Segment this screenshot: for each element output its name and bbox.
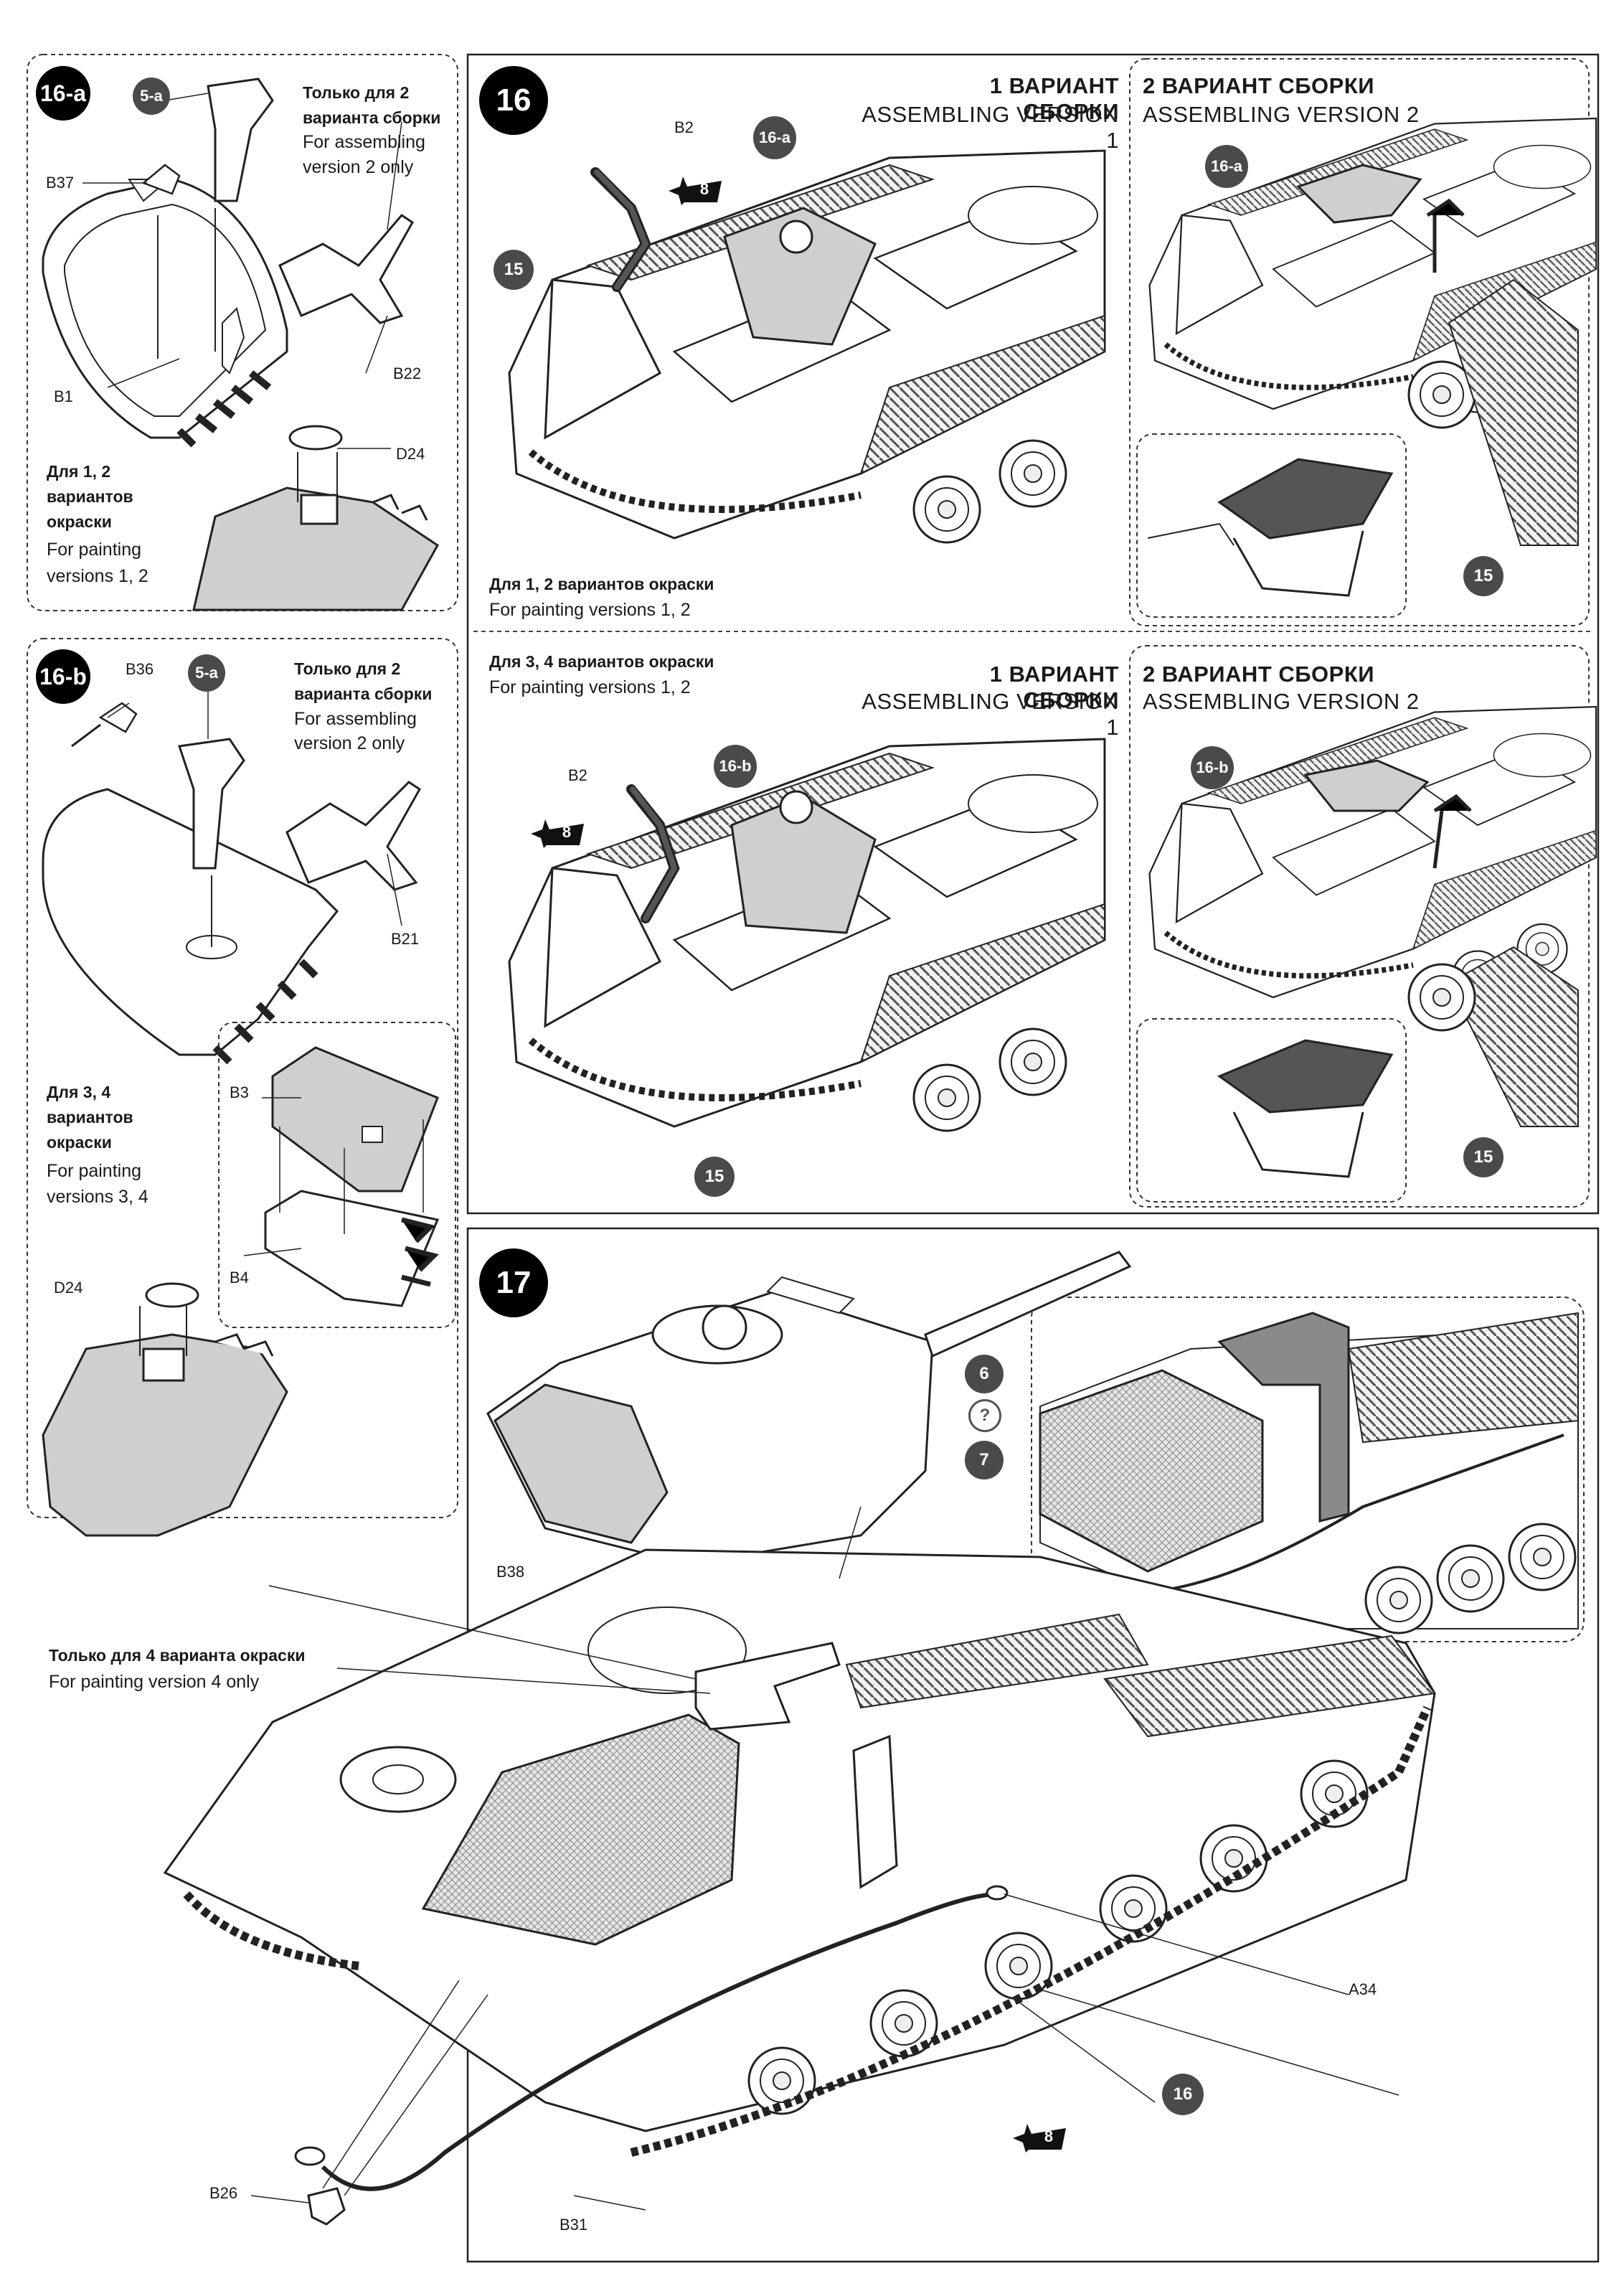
step17-note-ru: Только для 4 варианта окраски: [49, 1646, 306, 1665]
bottom-painting-ru: Для 3, 4 вариантов окраски: [489, 652, 714, 671]
panel-16b-painting-ru-2: вариантов: [47, 1108, 133, 1126]
part-label-b2: B2: [674, 118, 694, 136]
panel-16a-painting-en-2: versions 1, 2: [47, 566, 148, 586]
part-label-b3: B3: [230, 1083, 249, 1101]
subassembly-16a-badge: 16-a: [1205, 145, 1248, 188]
panel-16a-note-en-1: For assembling: [303, 132, 425, 152]
panel-16b-note-ru-1: Только для 2: [294, 659, 401, 678]
subassembly-16b-badge: 16-b: [1191, 746, 1234, 789]
panel-16a-painting-ru-2: вариантов: [47, 487, 133, 506]
reference-star-8: 8: [1011, 2124, 1067, 2153]
top-v2-title-en: ASSEMBLING VERSION 2: [1143, 102, 1420, 127]
part-5a-badge: 5-a: [188, 654, 225, 692]
panel-16b-painting-ru-3: окраски: [47, 1133, 112, 1152]
part-label-b22: B22: [393, 364, 422, 382]
part-label-b4: B4: [230, 1269, 249, 1286]
step-7-badge: 7: [965, 1441, 1004, 1479]
panel-16b-note-ru-2: варианта сборки: [294, 685, 433, 703]
part-label-b1: B1: [54, 387, 73, 405]
part-label-b2: B2: [568, 766, 587, 784]
hull-15-badge: 15: [1463, 556, 1503, 596]
step-17-badge: 17: [479, 1248, 548, 1317]
panel-16a-note-en-2: version 2 only: [303, 157, 414, 177]
top-v2-title-ru: 2 ВАРИАНТ СБОРКИ: [1143, 73, 1375, 98]
panel-16a-painting-ru-1: Для 1, 2: [47, 462, 111, 481]
top-v1-title-ru: 1 ВАРИАНТ СБОРКИ: [989, 73, 1119, 124]
top-v1-title-en: ASSEMBLING VERSION 1: [861, 102, 1119, 153]
reference-star-8: 8: [529, 819, 585, 848]
step-6-badge: 6: [965, 1355, 1004, 1393]
panel-16a-note-ru-1: Только для 2: [303, 83, 410, 102]
part-5a-badge: 5-a: [133, 77, 170, 115]
bottom-v2-title-en: ASSEMBLING VERSION 2: [1143, 689, 1420, 714]
part-label-b26: B26: [209, 2184, 238, 2202]
step17-note-en: For painting version 4 only: [49, 1672, 260, 1692]
part-label-d24: D24: [54, 1279, 83, 1297]
bottom-v2-title-ru: 2 ВАРИАНТ СБОРКИ: [1143, 662, 1375, 687]
panel-16a-painting-en-1: For painting: [47, 540, 142, 560]
panel-16a-note-ru-2: варианта сборки: [303, 108, 441, 127]
panel-16b-note-en-2: version 2 only: [294, 733, 405, 753]
part-label-b31: B31: [560, 2216, 588, 2234]
panel-16b-painting-en-1: For painting: [47, 1161, 142, 1181]
step-16b-badge: 16-b: [36, 649, 90, 704]
step-16a-badge: 16-a: [36, 66, 90, 121]
step-reference-question-badge: ?: [968, 1399, 1001, 1432]
hull-15-badge: 15: [1463, 1137, 1503, 1177]
part-label-b37: B37: [46, 174, 75, 192]
subassembly-16a-badge: 16-a: [753, 116, 796, 159]
subassembly-16-badge: 16: [1162, 2074, 1204, 2115]
subassembly-16b-badge: 16-b: [714, 745, 757, 788]
part-label-d24: D24: [396, 445, 425, 463]
panel-16a-painting-ru-3: окраски: [47, 512, 112, 531]
top-painting-en: For painting versions 1, 2: [489, 600, 691, 620]
hull-15-badge: 15: [694, 1157, 735, 1197]
panel-16b-note-en-1: For assembling: [294, 709, 417, 729]
part-label-b38: B38: [496, 1563, 525, 1581]
part-label-b36: B36: [126, 660, 154, 678]
part-label-b21: B21: [391, 930, 420, 948]
hull-15-badge: 15: [494, 250, 534, 290]
part-label-a34: A34: [1349, 1980, 1377, 1998]
panel-16b-painting-ru-1: Для 3, 4: [47, 1083, 111, 1101]
step-16-badge: 16: [479, 66, 548, 135]
panel-16b-painting-en-2: versions 3, 4: [47, 1187, 148, 1207]
bottom-v1-title-ru: 1 ВАРИАНТ СБОРКИ: [989, 662, 1119, 712]
bottom-painting-en: For painting versions 1, 2: [489, 677, 691, 697]
top-painting-ru: Для 1, 2 вариантов окраски: [489, 575, 714, 593]
bottom-v1-title-en: ASSEMBLING VERSION 1: [861, 689, 1119, 740]
reference-star-8: 8: [667, 177, 723, 205]
